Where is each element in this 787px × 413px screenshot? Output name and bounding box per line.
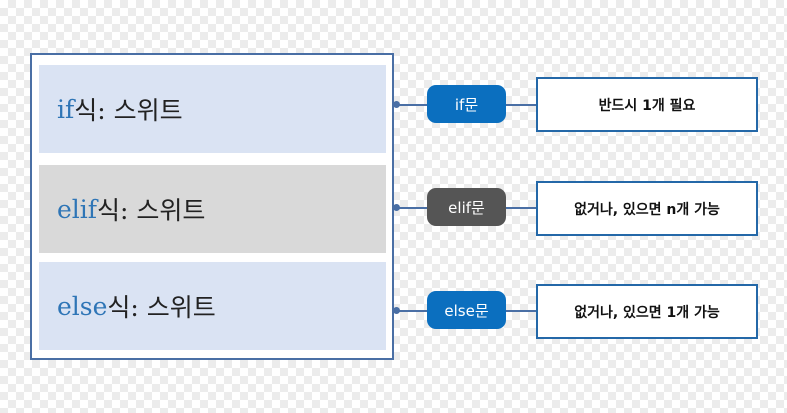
if-statement-label: if문	[427, 85, 506, 123]
elif-statement-label: elif문	[427, 188, 506, 226]
else-clause-text: 식: 스위트	[107, 293, 216, 322]
else-keyword: else	[57, 291, 108, 321]
else-connector-left	[396, 310, 427, 312]
elif-connector-right	[506, 207, 536, 209]
else-requirement-note: 없거나, 있으면 1개 가능	[536, 284, 758, 339]
if-requirement-note: 반드시 1개 필요	[536, 77, 758, 132]
if-keyword: if	[57, 94, 75, 124]
if-connector-left	[396, 104, 427, 106]
elif-clause-text: 식: 스위트	[97, 196, 206, 225]
else-statement-label: else문	[427, 291, 506, 329]
elif-connector-left	[396, 207, 427, 209]
if-connector-right	[506, 104, 536, 106]
elif-requirement-note: 없거나, 있으면 n개 가능	[536, 181, 758, 236]
if-clause-text: 식: 스위트	[74, 96, 183, 125]
elif-keyword: elif	[57, 194, 98, 224]
else-connector-right	[506, 310, 536, 312]
